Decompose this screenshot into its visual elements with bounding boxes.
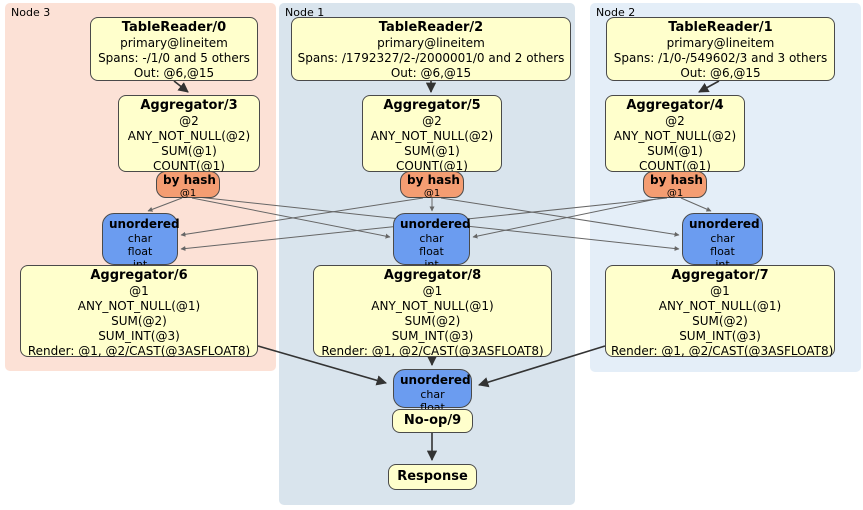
agg-fn: COUNT(@1) bbox=[639, 159, 711, 174]
edge-tr0-agg3 bbox=[173, 80, 189, 93]
flow-arrows bbox=[173, 80, 720, 462]
agg-group-cols: @1 bbox=[129, 284, 149, 299]
sync-unordered-node3: unordered char float int bbox=[102, 213, 180, 271]
agg-fn: SUM(@1) bbox=[647, 144, 703, 159]
agg-fn: SUM_INT(@3) bbox=[679, 329, 761, 344]
processor-title: TableReader/1 bbox=[668, 20, 773, 35]
sync-unordered-node1: unordered char float int bbox=[393, 213, 471, 271]
agg-render: Render: @1, @2/CAST(@3ASFLOAT8) bbox=[321, 344, 544, 359]
agg-render: Render: @1, @2/CAST(@3ASFLOAT8) bbox=[611, 344, 834, 359]
sync-title: unordered bbox=[689, 217, 760, 231]
agg-fn: ANY_NOT_NULL(@1) bbox=[658, 299, 782, 314]
sync-title: unordered bbox=[400, 373, 471, 387]
edge-router3-sync1 bbox=[191, 197, 391, 239]
agg-fn: ANY_NOT_NULL(@2) bbox=[127, 129, 251, 144]
sync-type: float bbox=[127, 245, 153, 259]
processor-index: primary@lineitem bbox=[666, 36, 775, 51]
processor-title: Aggregator/7 bbox=[671, 268, 769, 283]
processor-spans: Spans: /1792327/2-/2000001/0 and 2 other… bbox=[297, 51, 565, 66]
agg-fn: ANY_NOT_NULL(@2) bbox=[613, 129, 737, 144]
processor-title: Aggregator/4 bbox=[626, 98, 724, 113]
router-columns: @1 bbox=[179, 188, 197, 199]
processor-noop-9: No-op/9 bbox=[392, 409, 473, 433]
processor-out: Out: @6,@15 bbox=[133, 66, 215, 81]
processor-aggregator-5: Aggregator/5 @2 ANY_NOT_NULL(@2) SUM(@1)… bbox=[362, 95, 502, 174]
agg-group-cols: @2 bbox=[179, 114, 199, 129]
processor-spans: Spans: /1/0-/549602/3 and 3 others bbox=[613, 51, 828, 66]
processor-aggregator-6: Aggregator/6 @1 ANY_NOT_NULL(@1) SUM(@2)… bbox=[20, 265, 258, 359]
agg-fn: SUM(@2) bbox=[692, 314, 748, 329]
sync-unordered-final: unordered char float bbox=[393, 369, 472, 414]
router-columns: @1 bbox=[423, 188, 441, 199]
agg-fn: ANY_NOT_NULL(@1) bbox=[371, 299, 494, 314]
sync-unordered-node2: unordered char float int bbox=[682, 213, 763, 271]
processor-title: TableReader/2 bbox=[378, 20, 484, 35]
router-by-hash-node2: by hash @1 bbox=[643, 171, 707, 199]
sync-type: float bbox=[419, 245, 444, 259]
sync-type: char bbox=[419, 232, 444, 245]
node2-label: Node 2 bbox=[596, 6, 636, 19]
agg-fn: COUNT(@1) bbox=[396, 159, 468, 174]
sync-type: char bbox=[420, 388, 445, 401]
processor-title: Aggregator/8 bbox=[383, 268, 482, 283]
router-columns: @1 bbox=[666, 188, 684, 199]
processor-out: Out: @6,@15 bbox=[680, 66, 761, 81]
processor-index: primary@lineitem bbox=[120, 36, 228, 51]
sync-title: unordered bbox=[400, 217, 471, 231]
agg-group-cols: @1 bbox=[710, 284, 730, 299]
agg-fn: SUM_INT(@3) bbox=[98, 329, 180, 344]
processor-out: Out: @6,@15 bbox=[390, 66, 472, 81]
agg-group-cols: @1 bbox=[422, 284, 443, 299]
processor-title: Aggregator/5 bbox=[383, 98, 481, 113]
sync-title: unordered bbox=[109, 217, 180, 231]
processor-aggregator-8: Aggregator/8 @1 ANY_NOT_NULL(@1) SUM(@2)… bbox=[313, 265, 552, 359]
router-by-hash-node3: by hash @1 bbox=[156, 171, 220, 199]
processor-title: Aggregator/3 bbox=[140, 98, 238, 113]
processor-title: Aggregator/6 bbox=[90, 268, 188, 283]
sync-type: char bbox=[127, 232, 153, 245]
agg-fn: ANY_NOT_NULL(@2) bbox=[370, 129, 494, 144]
router-by-hash-node1: by hash @1 bbox=[400, 171, 464, 199]
processor-tablereader-2: TableReader/2 primary@lineitem Spans: /1… bbox=[291, 17, 571, 81]
response-title: Response bbox=[397, 468, 468, 484]
agg-fn: SUM(@1) bbox=[161, 144, 217, 159]
sync-type: float bbox=[710, 245, 735, 259]
processor-index: primary@lineitem bbox=[377, 36, 485, 51]
edge-router4-sync1 bbox=[472, 196, 667, 239]
edge-agg6-sync bbox=[257, 345, 387, 386]
agg-fn: SUM(@2) bbox=[111, 314, 167, 329]
agg-fn: SUM(@1) bbox=[404, 144, 460, 159]
response-box: Response bbox=[388, 464, 477, 490]
processor-title: TableReader/0 bbox=[121, 20, 227, 35]
processor-tablereader-0: TableReader/0 primary@lineitem Spans: -/… bbox=[90, 17, 258, 81]
sync-type: char bbox=[710, 232, 735, 245]
node3-label: Node 3 bbox=[11, 6, 51, 19]
agg-fn: COUNT(@1) bbox=[153, 159, 225, 174]
node1-label: Node 1 bbox=[285, 6, 325, 19]
processor-aggregator-7: Aggregator/7 @1 ANY_NOT_NULL(@1) SUM(@2)… bbox=[605, 265, 835, 359]
agg-group-cols: @2 bbox=[422, 114, 442, 129]
edge-agg7-sync bbox=[478, 345, 606, 388]
router-title: by hash bbox=[650, 173, 703, 187]
agg-group-cols: @2 bbox=[665, 114, 685, 129]
agg-render: Render: @1, @2/CAST(@3ASFLOAT8) bbox=[27, 344, 251, 359]
processor-title: No-op/9 bbox=[403, 412, 462, 428]
agg-fn: SUM(@2) bbox=[404, 314, 461, 329]
edge-router5-sync3 bbox=[180, 197, 424, 237]
edge-router4-sync2 bbox=[680, 197, 712, 212]
processor-aggregator-4: Aggregator/4 @2 ANY_NOT_NULL(@2) SUM(@1)… bbox=[605, 95, 745, 174]
edge-router3-sync3 bbox=[147, 197, 183, 212]
processor-spans: Spans: -/1/0 and 5 others bbox=[98, 51, 250, 66]
edge-tr1-agg4 bbox=[698, 80, 720, 93]
router-title: by hash bbox=[163, 173, 216, 187]
agg-fn: SUM_INT(@3) bbox=[391, 329, 474, 344]
processor-tablereader-1: TableReader/1 primary@lineitem Spans: /1… bbox=[606, 17, 835, 81]
agg-fn: ANY_NOT_NULL(@1) bbox=[77, 299, 201, 314]
edge-router5-sync2 bbox=[440, 197, 680, 237]
processor-aggregator-3: Aggregator/3 @2 ANY_NOT_NULL(@2) SUM(@1)… bbox=[118, 95, 260, 174]
router-title: by hash bbox=[407, 173, 460, 187]
